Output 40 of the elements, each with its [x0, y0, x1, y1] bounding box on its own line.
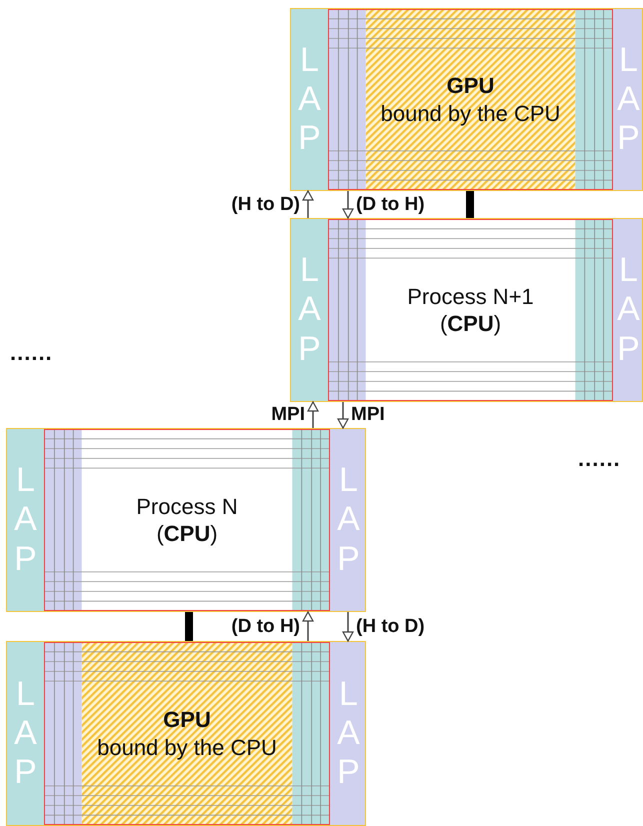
binding-bar — [466, 191, 474, 218]
lap-strip — [613, 219, 642, 401]
edge-label: (D to H) — [231, 616, 300, 636]
box-title: Process N — [136, 492, 238, 520]
box-subtitle: (CPU) — [156, 520, 218, 548]
strip-label: LAP — [13, 461, 38, 579]
box-title: GPU — [163, 706, 211, 734]
edge-label: (H to D) — [231, 194, 300, 214]
arrow — [307, 401, 319, 428]
strip-label: LAP — [297, 251, 322, 369]
process-block — [290, 218, 643, 402]
lap-strip — [613, 9, 642, 190]
edge-label: MPI — [351, 405, 385, 424]
binding-bar — [185, 612, 193, 641]
box-subtitle: (CPU) — [440, 310, 502, 338]
box-subtitle: bound by the CPU — [97, 734, 277, 761]
box-title: GPU — [446, 72, 494, 100]
arrow — [342, 191, 354, 219]
process-block — [6, 641, 366, 826]
strip-label: LAP — [13, 674, 38, 792]
arrow — [342, 612, 354, 642]
process-block — [6, 428, 366, 612]
lap-strip — [330, 429, 365, 611]
edge-label: (H to D) — [356, 616, 425, 636]
box-title: Process N+1 — [407, 282, 534, 310]
ellipsis-label: ...... — [578, 446, 621, 472]
arrow — [302, 190, 314, 218]
strip-label: LAP — [297, 40, 322, 158]
lap-strip — [330, 642, 365, 825]
ellipsis-label: ...... — [10, 340, 53, 366]
lap-strip — [7, 642, 44, 825]
edge-label: (D to H) — [356, 194, 425, 214]
edge-label: MPI — [271, 405, 305, 424]
box-subtitle: bound by the CPU — [380, 100, 560, 127]
arrow — [337, 402, 349, 429]
lap-strip — [291, 9, 328, 190]
process-block — [290, 8, 643, 191]
lap-strip — [7, 429, 44, 611]
lap-strip — [291, 219, 328, 401]
arrow — [302, 611, 314, 641]
